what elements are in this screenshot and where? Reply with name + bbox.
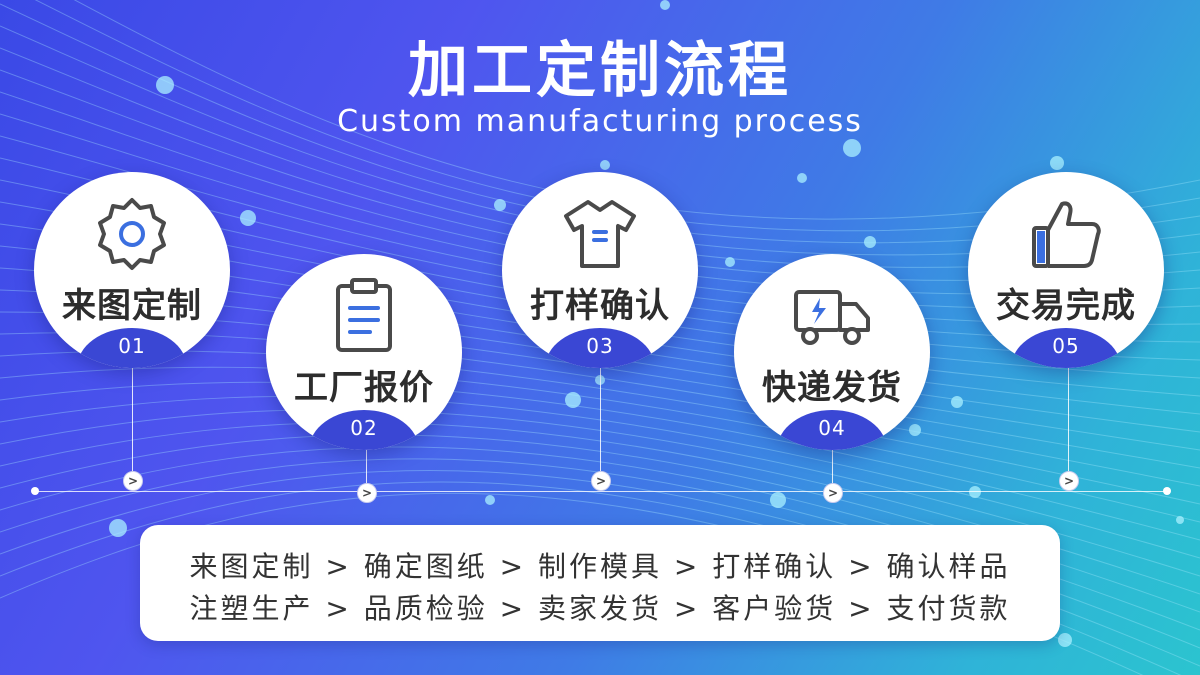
step-number: 05 xyxy=(1052,334,1080,358)
timeline-marker-05: > xyxy=(1059,471,1079,491)
gear-icon xyxy=(98,198,166,270)
clipboard-icon xyxy=(336,278,392,352)
bokeh-dot xyxy=(725,257,735,267)
timeline-end-dot xyxy=(1163,487,1171,495)
bokeh-dot xyxy=(969,486,981,498)
process-description-line-1: 来图定制 > 确定图纸 > 制作模具 > 打样确认 > 确认样品 xyxy=(189,550,1011,583)
wave-line xyxy=(0,366,1200,523)
wave-line xyxy=(0,47,1200,268)
step-number: 03 xyxy=(586,334,614,358)
process-description-line-2: 注塑生产 > 品质检验 > 卖家发货 > 客户验货 > 支付货款 xyxy=(189,592,1011,625)
step-card-01: 来图定制 01 xyxy=(34,172,230,368)
wave-line xyxy=(0,113,1200,310)
bokeh-dot xyxy=(1176,516,1184,524)
connector-line-02 xyxy=(366,432,367,492)
step-card-02: 工厂报价 02 xyxy=(266,254,462,450)
bokeh-dot xyxy=(600,160,610,170)
tshirt-icon xyxy=(564,200,636,268)
timeline-marker-03: > xyxy=(591,471,611,491)
bokeh-dot xyxy=(843,139,861,157)
bokeh-dot xyxy=(156,76,174,94)
connector-line-05 xyxy=(1068,350,1069,480)
step-card-05: 交易完成 05 xyxy=(968,172,1164,368)
wave-line xyxy=(0,25,1200,256)
bokeh-dot xyxy=(240,210,256,226)
timeline-axis xyxy=(35,491,1167,492)
connector-line-01 xyxy=(132,350,133,480)
timeline-marker-04: > xyxy=(823,483,843,503)
thumbs-up-icon xyxy=(1032,201,1101,268)
page-subtitle: Custom manufacturing process xyxy=(337,104,863,139)
step-label: 交易完成 xyxy=(996,286,1136,326)
bokeh-dot xyxy=(909,424,921,436)
wave-line xyxy=(0,409,1200,577)
step-label: 工厂报价 xyxy=(294,368,434,408)
step-number: 02 xyxy=(350,416,378,440)
timeline-marker-02: > xyxy=(357,483,377,503)
bokeh-dot xyxy=(864,236,876,248)
bokeh-dot xyxy=(565,392,581,408)
step-number: 01 xyxy=(118,334,146,358)
bokeh-dot xyxy=(485,495,495,505)
timeline-start-dot xyxy=(31,487,39,495)
connector-line-03 xyxy=(600,350,601,480)
wave-line xyxy=(34,0,1200,232)
step-card-04: 快递发货 04 xyxy=(734,254,930,450)
delivery-truck-icon xyxy=(794,290,870,345)
bokeh-dot xyxy=(951,396,963,408)
step-label: 快递发货 xyxy=(762,368,902,408)
step-label: 来图定制 xyxy=(62,286,202,326)
process-description-panel: 来图定制 > 确定图纸 > 制作模具 > 打样确认 > 确认样品 注塑生产 > … xyxy=(140,525,1060,641)
wave-line xyxy=(0,422,1200,595)
bokeh-dot xyxy=(797,173,807,183)
wave-line xyxy=(0,91,1200,295)
bokeh-dot xyxy=(1058,633,1072,647)
bokeh-dot xyxy=(1050,156,1064,170)
bokeh-dot xyxy=(494,199,506,211)
wave-line xyxy=(0,3,1200,244)
step-card-03: 打样确认 03 xyxy=(502,172,698,368)
step-number: 04 xyxy=(818,416,846,440)
wave-line xyxy=(0,69,1200,281)
bokeh-dot xyxy=(109,519,127,537)
bokeh-dot xyxy=(770,492,786,508)
step-label: 打样确认 xyxy=(530,286,670,326)
timeline-marker-01: > xyxy=(123,471,143,491)
wave-line xyxy=(73,0,1200,220)
wave-line xyxy=(0,381,1200,541)
bokeh-dot xyxy=(660,0,670,10)
page-title: 加工定制流程 xyxy=(408,36,792,106)
connector-line-04 xyxy=(832,432,833,492)
